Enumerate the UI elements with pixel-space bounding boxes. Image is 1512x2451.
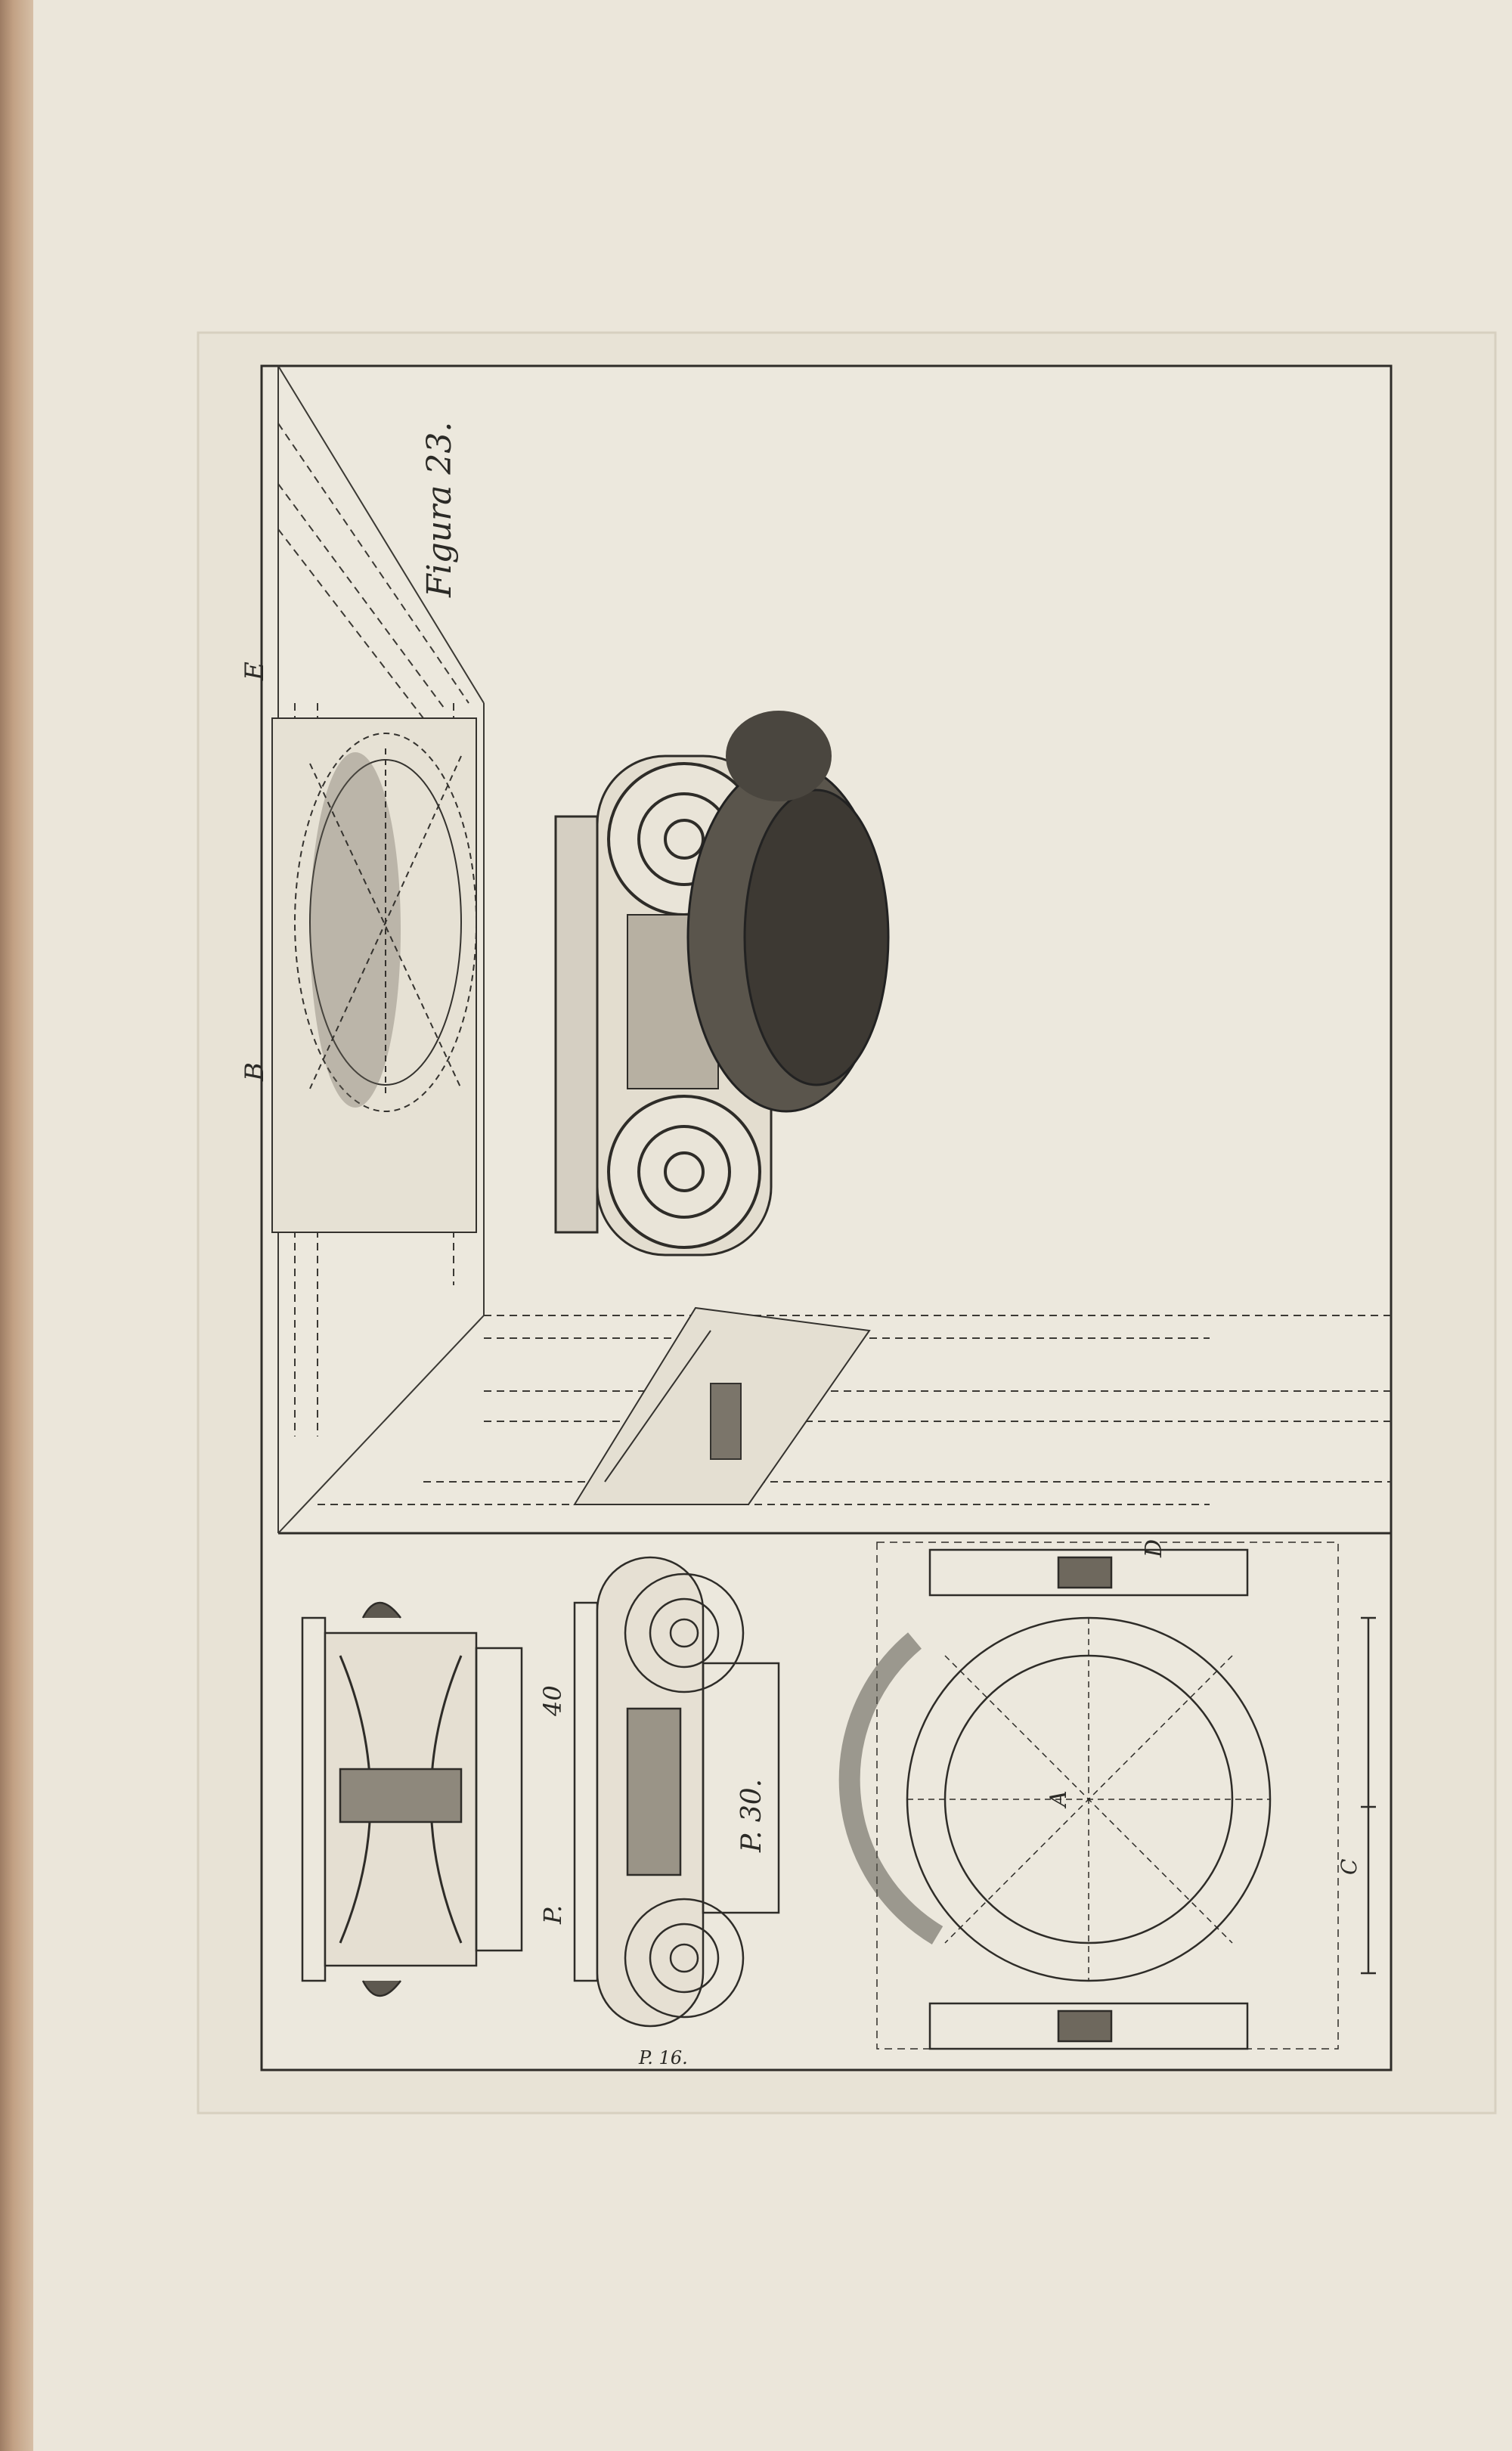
label-e: E — [240, 662, 270, 681]
label-p: P. — [538, 1905, 567, 1925]
perspective-plan — [271, 717, 477, 1233]
label-p30: P. 30. — [736, 1779, 767, 1853]
label-d: D — [1141, 1539, 1167, 1558]
label-c: C — [1337, 1859, 1362, 1875]
label-40: 40 — [538, 1685, 567, 1717]
perspective-fragment — [573, 1306, 871, 1505]
label-b: B — [240, 1062, 270, 1082]
front-elevation — [573, 1556, 780, 2028]
label-p16: P. 16. — [638, 2047, 688, 2068]
label-a: A — [1046, 1790, 1072, 1809]
capital-plan — [838, 1542, 1376, 2050]
page-edge — [0, 0, 33, 2451]
ionic-capital-illustration — [554, 711, 890, 1256]
side-elevation — [301, 1601, 523, 1997]
figure-title: Figura 23. — [420, 422, 459, 598]
